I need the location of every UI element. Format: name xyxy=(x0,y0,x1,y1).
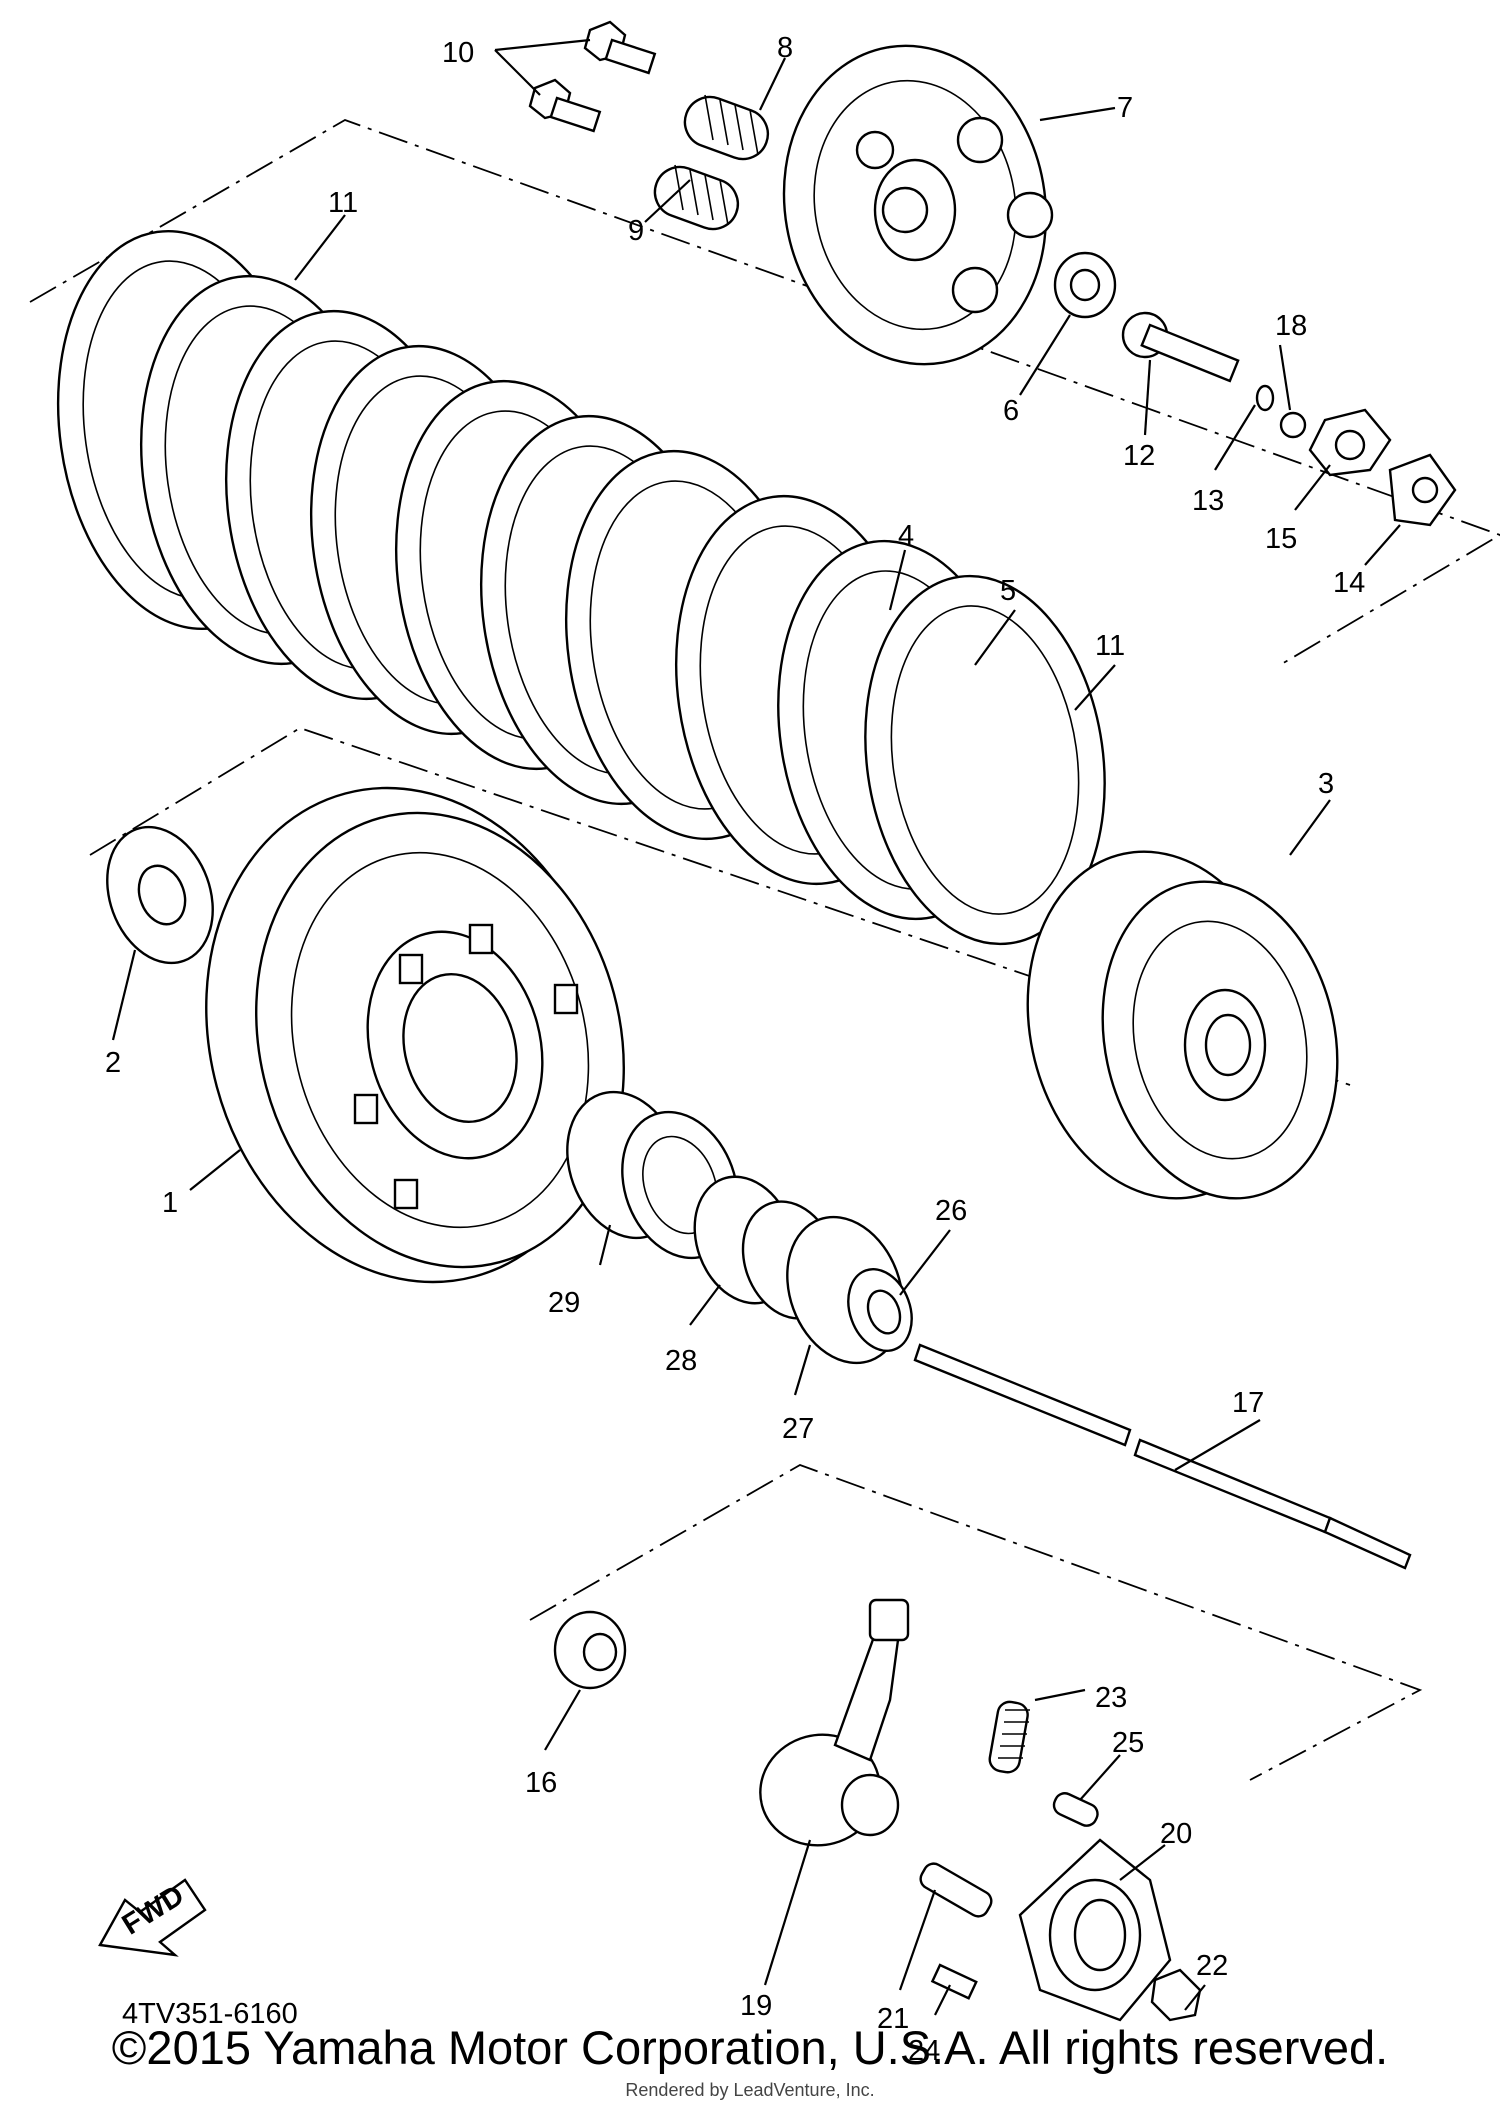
label-part-6: 6 xyxy=(1003,395,1019,427)
label-part-2: 2 xyxy=(105,1047,121,1079)
label-part-7: 7 xyxy=(1117,92,1133,124)
label-part-20: 20 xyxy=(1160,1818,1192,1850)
oil-seal xyxy=(553,1610,627,1690)
leader-lines xyxy=(111,38,1401,2016)
label-part-18: 18 xyxy=(1275,310,1307,342)
label-part-29: 29 xyxy=(548,1287,580,1319)
label-part-26: 26 xyxy=(935,1195,967,1227)
push-lever-shaft xyxy=(759,1598,910,1847)
label-part-25: 25 xyxy=(1112,1727,1144,1759)
push-rod xyxy=(913,1343,1412,1570)
label-part-13: 13 xyxy=(1192,485,1224,517)
rendered-by-credit: Rendered by LeadVenture, Inc. xyxy=(625,2080,875,2100)
callout-labels: 10 8 7 9 11 18 6 12 13 15 14 4 5 11 3 2 … xyxy=(105,32,1365,2067)
bolts xyxy=(528,20,657,133)
lever-hardware xyxy=(919,1700,1202,2022)
label-part-24: 24 xyxy=(908,2035,940,2067)
label-part-27: 27 xyxy=(782,1413,814,1445)
label-part-21: 21 xyxy=(877,2003,909,2035)
label-part-14: 14 xyxy=(1333,567,1365,599)
bearing-and-collar xyxy=(566,1090,913,1365)
copyright-notice: ©2015 Yamaha Motor Corporation, U.S.A. A… xyxy=(111,2021,1389,2074)
label-part-5: 5 xyxy=(1000,575,1016,607)
label-part-19: 19 xyxy=(740,1990,772,2022)
springs xyxy=(653,94,770,231)
label-part-28: 28 xyxy=(665,1345,697,1377)
clutch-housing xyxy=(205,786,625,1284)
label-part-9: 9 xyxy=(628,215,644,247)
label-part-23: 23 xyxy=(1095,1682,1127,1714)
fwd-arrow-badge: FWD xyxy=(98,1878,207,1957)
label-part-1: 1 xyxy=(162,1187,178,1219)
label-part-16: 16 xyxy=(525,1767,557,1799)
label-part-11-mid: 11 xyxy=(1095,630,1125,662)
clutch-plate-stack xyxy=(56,229,1106,946)
label-part-12: 12 xyxy=(1123,440,1155,472)
label-part-15: 15 xyxy=(1265,523,1297,555)
small-hardware xyxy=(1053,251,1457,527)
thrust-washer xyxy=(106,825,214,965)
clutch-boss xyxy=(1026,850,1339,1200)
label-part-22: 22 xyxy=(1196,1950,1228,1982)
pressure-plate xyxy=(782,44,1054,366)
label-part-11-top: 11 xyxy=(328,187,358,219)
label-part-3: 3 xyxy=(1318,768,1334,800)
label-part-4: 4 xyxy=(898,520,914,552)
label-part-10: 10 xyxy=(442,37,474,69)
label-part-17: 17 xyxy=(1232,1387,1264,1419)
label-part-8: 8 xyxy=(777,32,793,64)
diagram-code: 4TV351-6160 xyxy=(122,1998,298,2030)
